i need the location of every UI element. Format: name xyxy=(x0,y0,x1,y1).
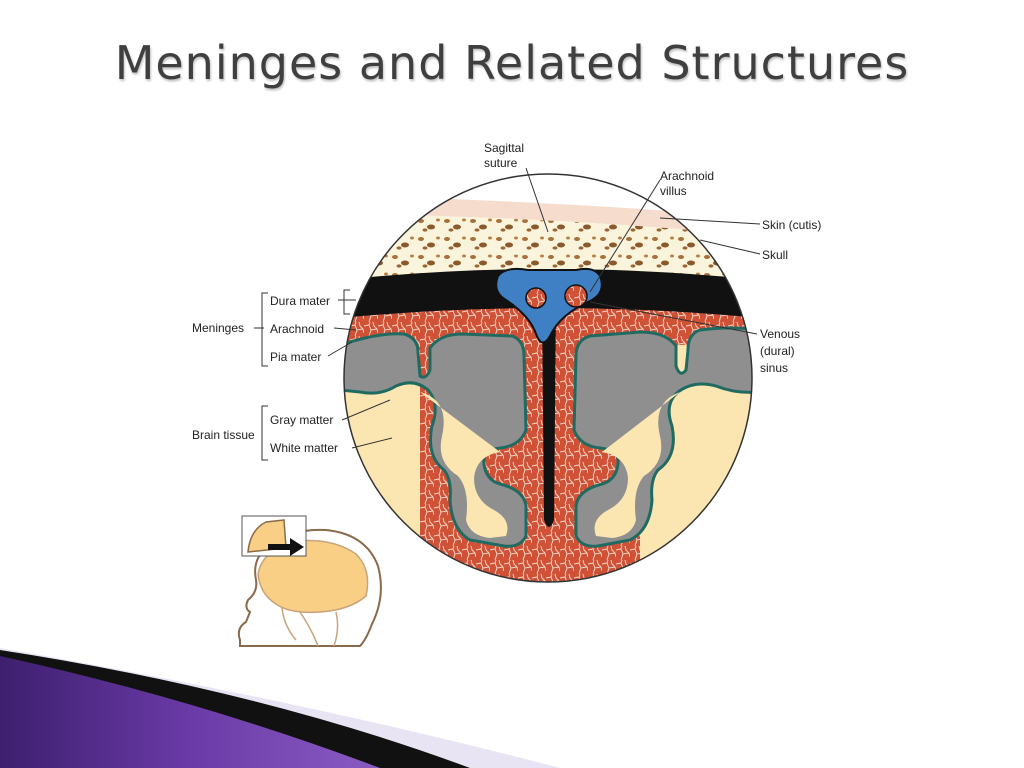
label-brain-tissue: Brain tissue xyxy=(192,428,255,442)
label-sagittal-suture-1: Sagittal xyxy=(484,141,524,155)
label-meninges: Meninges xyxy=(192,321,244,335)
label-white-matter: White matter xyxy=(270,441,338,455)
label-pia-mater: Pia mater xyxy=(270,350,321,364)
label-skull: Skull xyxy=(762,248,788,262)
label-arachnoid-villus-2: villus xyxy=(660,184,687,198)
gray-matter-right xyxy=(572,326,752,548)
label-venous-1: Venous xyxy=(760,327,800,341)
label-venous-3: sinus xyxy=(760,361,788,375)
arachnoid-villus-left xyxy=(525,287,547,309)
label-dura-mater: Dura mater xyxy=(270,294,330,308)
gray-matter-left xyxy=(344,332,528,548)
label-arachnoid-villus-1: Arachnoid xyxy=(660,169,714,183)
arachnoid-villus-right xyxy=(564,284,588,308)
arrow-icon xyxy=(268,538,304,556)
label-venous-2: (dural) xyxy=(760,344,795,358)
skull-layer xyxy=(344,214,752,282)
label-skin: Skin (cutis) xyxy=(762,218,821,232)
slide-title: Meninges and Related Structures xyxy=(114,36,910,90)
leader-lines xyxy=(254,167,761,461)
label-gray-matter: Gray matter xyxy=(270,413,333,427)
falx xyxy=(542,300,556,527)
label-arachnoid: Arachnoid xyxy=(270,322,324,336)
head-illustration xyxy=(237,515,382,647)
skin-layer xyxy=(344,196,752,236)
label-sagittal-suture-2: suture xyxy=(484,156,518,170)
